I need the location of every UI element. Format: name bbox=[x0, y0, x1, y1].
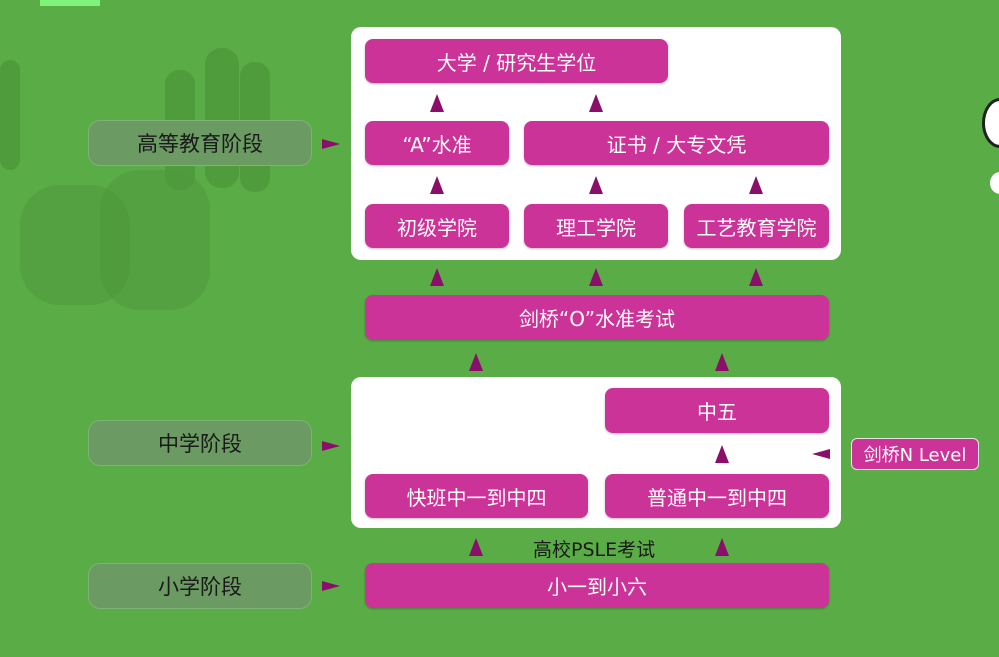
arrow-up bbox=[715, 353, 729, 371]
arrow-up bbox=[749, 268, 763, 286]
stage-higher-education: 高等教育阶段 bbox=[88, 120, 312, 166]
arrow-up bbox=[430, 268, 444, 286]
arrow-up bbox=[749, 176, 763, 194]
label-psle-exam: 高校PSLE考试 bbox=[533, 539, 656, 561]
box-ite: 工艺教育学院 bbox=[684, 204, 829, 248]
arrow-up bbox=[589, 94, 603, 112]
arrow-up bbox=[469, 353, 483, 371]
stage-primary: 小学阶段 bbox=[88, 563, 312, 609]
arrow-up bbox=[430, 94, 444, 112]
box-junior-college: 初级学院 bbox=[365, 204, 509, 248]
edge-decoration-circle bbox=[990, 172, 999, 194]
top-accent-bar bbox=[40, 0, 100, 6]
arrow-up bbox=[469, 538, 483, 556]
arrow-up bbox=[715, 445, 729, 463]
arrow-left-n-level bbox=[812, 449, 830, 459]
arrow-up bbox=[589, 176, 603, 194]
box-normal-stream: 普通中一到中四 bbox=[605, 474, 829, 518]
box-o-level-exam: 剑桥“O”水准考试 bbox=[365, 295, 829, 340]
label-n-level: 剑桥N Level bbox=[851, 438, 979, 470]
box-a-level: “A”水准 bbox=[365, 121, 509, 165]
box-express-stream: 快班中一到中四 bbox=[365, 474, 588, 518]
arrow-up bbox=[715, 538, 729, 556]
arrow-up bbox=[430, 176, 444, 194]
box-secondary-five: 中五 bbox=[605, 388, 829, 433]
arrow-right-primary bbox=[322, 581, 340, 591]
stage-secondary: 中学阶段 bbox=[88, 420, 312, 466]
box-diploma: 证书 / 大专文凭 bbox=[524, 121, 829, 165]
box-university: 大学 / 研究生学位 bbox=[365, 39, 668, 83]
box-polytechnic: 理工学院 bbox=[524, 204, 668, 248]
edge-decoration-graphic bbox=[982, 98, 999, 148]
arrow-right-secondary bbox=[322, 441, 340, 451]
arrow-up bbox=[589, 268, 603, 286]
arrow-right-higher bbox=[322, 139, 340, 149]
box-primary: 小一到小六 bbox=[365, 563, 829, 608]
